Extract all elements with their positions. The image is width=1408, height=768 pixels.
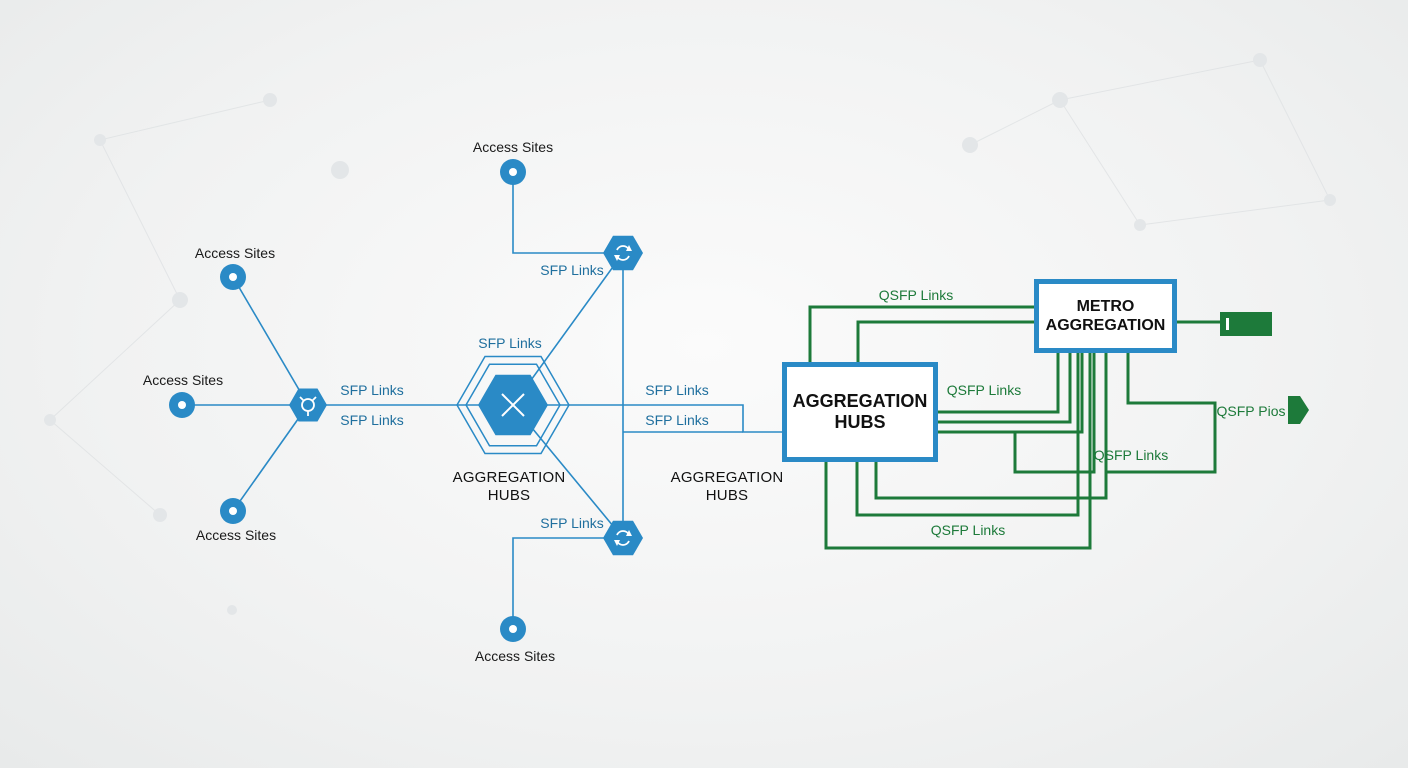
sfp-links-label: SFP Links — [645, 382, 709, 398]
metro-aggregation-box-line1: METRO — [1076, 298, 1135, 315]
network-switch-hexagon-icon — [289, 388, 327, 422]
background-dots — [44, 53, 1336, 615]
aggregation-hubs-caption-line2: HUBS — [487, 487, 531, 504]
aggregation-hubs-caption-line2: HUBS — [705, 487, 749, 504]
qsfp-links-label: QSFP Links — [878, 287, 954, 303]
sfp-link-lines — [182, 172, 785, 629]
metro-aggregation-box: METRO AGGREGATION — [1034, 279, 1177, 353]
access-sites-label: Access Sites — [142, 372, 224, 388]
qsfp-links-label: QSFP Links — [1093, 447, 1169, 463]
sfp-links-label: SFP Links — [540, 262, 604, 278]
access-sites-label: Access Sites — [195, 527, 277, 543]
access-site-node-icon — [220, 264, 246, 290]
green-connector-icon — [1220, 312, 1272, 336]
access-sites-label: Access Sites — [472, 139, 554, 155]
qsfp-pios-label: QSFP Pios — [1216, 403, 1286, 419]
sync-hexagon-icon — [603, 235, 643, 271]
qsfp-links-label: QSFP Links — [946, 382, 1022, 398]
aggregation-hubs-caption-line1: AGGREGATION — [670, 469, 784, 486]
green-tag-icon — [1288, 396, 1309, 424]
qsfp-links-label: QSFP Links — [930, 522, 1006, 538]
sfp-links-label: SFP Links — [340, 412, 404, 428]
aggregation-hubs-caption-line1: AGGREGATION — [452, 469, 566, 486]
metro-aggregation-box-line2: AGGREGATION — [1045, 317, 1166, 334]
access-site-node-icon — [169, 392, 195, 418]
sfp-links-label: SFP Links — [478, 335, 542, 351]
sfp-links-label: SFP Links — [540, 515, 604, 531]
aggregation-hubs-box-line1: AGGREGATION — [792, 391, 928, 411]
access-sites-label: Access Sites — [194, 245, 276, 261]
access-sites-label: Access Sites — [474, 648, 556, 664]
cross-connect-hexagon-icon — [456, 355, 570, 455]
aggregation-hubs-caption: AGGREGATION HUBS — [453, 469, 566, 505]
background-mesh — [49, 59, 1331, 516]
access-site-node-icon — [500, 616, 526, 642]
qsfp-link-lines — [808, 305, 1222, 550]
sfp-links-label: SFP Links — [645, 412, 709, 428]
sfp-links-label: SFP Links — [340, 382, 404, 398]
access-site-node-icon — [220, 498, 246, 524]
aggregation-hubs-box-line2: HUBS — [834, 412, 886, 432]
sync-hexagon-icon — [603, 520, 643, 556]
aggregation-hubs-box: AGGREGATION HUBS — [782, 362, 938, 462]
aggregation-hubs-caption: AGGREGATION HUBS — [671, 469, 784, 505]
access-site-node-icon — [500, 159, 526, 185]
